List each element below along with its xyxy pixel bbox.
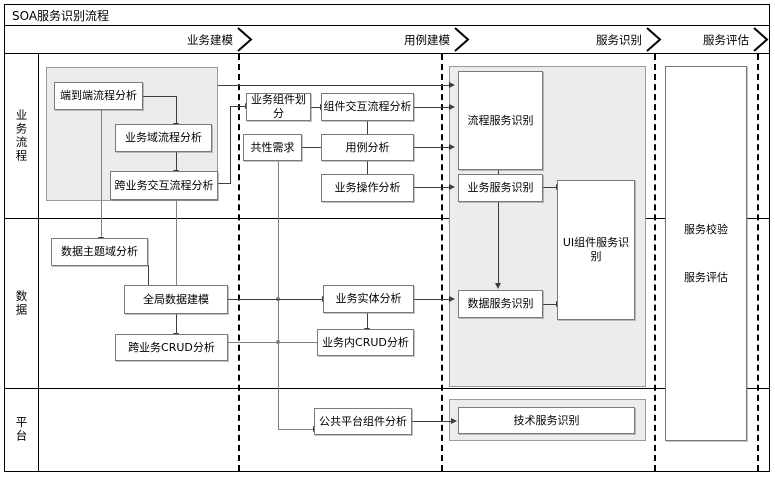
phase-label-2: 服务识别 <box>596 32 642 47</box>
connector <box>218 85 450 86</box>
connector <box>228 342 323 343</box>
page-title: SOA服务识别流程 <box>12 8 110 23</box>
connector <box>412 421 452 422</box>
phase-header-3: 服务评估 <box>662 26 769 53</box>
chevron-right-icon-0 <box>237 27 253 52</box>
connector <box>543 187 557 188</box>
node-business-entity-analysis[interactable]: 业务实体分析 <box>323 285 414 313</box>
lane-divider-2 <box>5 388 769 389</box>
connector <box>230 106 246 107</box>
sidebar-item-platform: 平台 <box>5 388 39 471</box>
phase-label-3: 服务评估 <box>703 32 749 47</box>
connector <box>367 313 368 329</box>
node-usecase-analysis[interactable]: 用例分析 <box>321 134 414 161</box>
connector <box>414 187 450 188</box>
connector <box>176 96 177 124</box>
connector <box>278 161 279 429</box>
lane-label-1: 数据 <box>14 289 29 317</box>
lane-label-0: 业务流程 <box>14 109 29 163</box>
node-intra-business-crud-analysis[interactable]: 业务内CRUD分析 <box>317 329 414 356</box>
connector <box>414 147 450 148</box>
node-data-service-identification[interactable]: 数据服务识别 <box>458 290 543 318</box>
connector <box>176 200 177 290</box>
phase-separator-3 <box>654 54 656 471</box>
phase-label-0: 业务建模 <box>187 32 233 47</box>
node-business-domain-process-analysis[interactable]: 业务域流程分析 <box>115 124 212 152</box>
connector <box>148 265 149 299</box>
chevron-right-icon-1 <box>454 27 470 52</box>
phase-separator-2 <box>441 54 443 471</box>
arrow-head <box>494 283 501 289</box>
node-cross-business-crud-analysis[interactable]: 跨业务CRUD分析 <box>115 334 228 361</box>
node-service-evaluation-column[interactable]: 服务校验 服务评估 <box>665 66 747 441</box>
sidebar-item-business-process: 业务流程 <box>5 54 39 218</box>
connector <box>367 161 368 177</box>
arrow-head <box>449 103 455 110</box>
node-business-operation-analysis[interactable]: 业务操作分析 <box>321 174 414 202</box>
arrow-head <box>449 81 455 88</box>
arrow-head <box>451 417 457 424</box>
connector <box>228 299 323 300</box>
chevron-right-icon-2 <box>646 27 662 52</box>
diagram-title-bar: SOA服务识别流程 <box>5 5 769 26</box>
node-data-subject-domain-analysis[interactable]: 数据主题域分析 <box>51 238 148 266</box>
chevron-right-icon-3 <box>753 27 769 52</box>
connector <box>176 313 177 334</box>
connector <box>311 107 321 108</box>
lane-label-2: 平台 <box>14 416 29 443</box>
phase-label-1: 用例建模 <box>404 32 450 47</box>
connector <box>498 202 499 284</box>
phase-header-1: 用例建模 <box>253 26 470 53</box>
phase-header-2: 服务识别 <box>470 26 662 53</box>
connector <box>288 147 323 148</box>
arrow-head <box>449 143 455 150</box>
node-global-data-modeling[interactable]: 全局数据建模 <box>124 285 228 314</box>
node-common-requirement[interactable]: 共性需求 <box>243 134 302 161</box>
connector <box>367 121 368 138</box>
node-cross-business-interaction-process-analysis[interactable]: 跨业务交互流程分析 <box>110 171 218 200</box>
phase-header-0: 业务建模 <box>5 26 253 53</box>
phase-separator-1 <box>238 54 240 471</box>
node-service-verification-label: 服务校验 <box>684 222 728 236</box>
outer-frame <box>4 4 770 472</box>
node-business-component-division[interactable]: 业务组件划分 <box>246 93 311 121</box>
node-business-service-identification[interactable]: 业务服务识别 <box>458 174 543 202</box>
node-component-interaction-process-analysis[interactable]: 组件交互流程分析 <box>321 93 414 121</box>
phase-separator-4 <box>757 54 759 471</box>
phase-header-band: 业务建模 用例建模 服务识别 服务评估 <box>5 26 769 54</box>
node-ui-component-service-identification[interactable]: UI组件服务识别 <box>557 180 635 320</box>
connector <box>176 152 177 171</box>
connector <box>414 107 450 108</box>
connector <box>278 429 314 430</box>
lane-divider-1 <box>5 218 769 219</box>
node-technical-service-identification[interactable]: 技术服务识别 <box>458 407 635 434</box>
connector <box>543 304 557 305</box>
node-end-to-end-process-analysis[interactable]: 端到端流程分析 <box>54 82 143 110</box>
node-service-evaluation-label: 服务评估 <box>684 270 728 284</box>
sidebar-item-data: 数据 <box>5 218 39 388</box>
arrow-head <box>449 295 455 302</box>
connector <box>143 96 176 97</box>
arrow-head <box>449 183 455 190</box>
connector <box>101 110 102 238</box>
node-process-service-identification[interactable]: 流程服务识别 <box>458 71 543 170</box>
node-public-platform-component-analysis[interactable]: 公共平台组件分析 <box>314 408 412 435</box>
connector <box>414 299 450 300</box>
connector <box>218 183 230 184</box>
connector <box>230 106 231 184</box>
